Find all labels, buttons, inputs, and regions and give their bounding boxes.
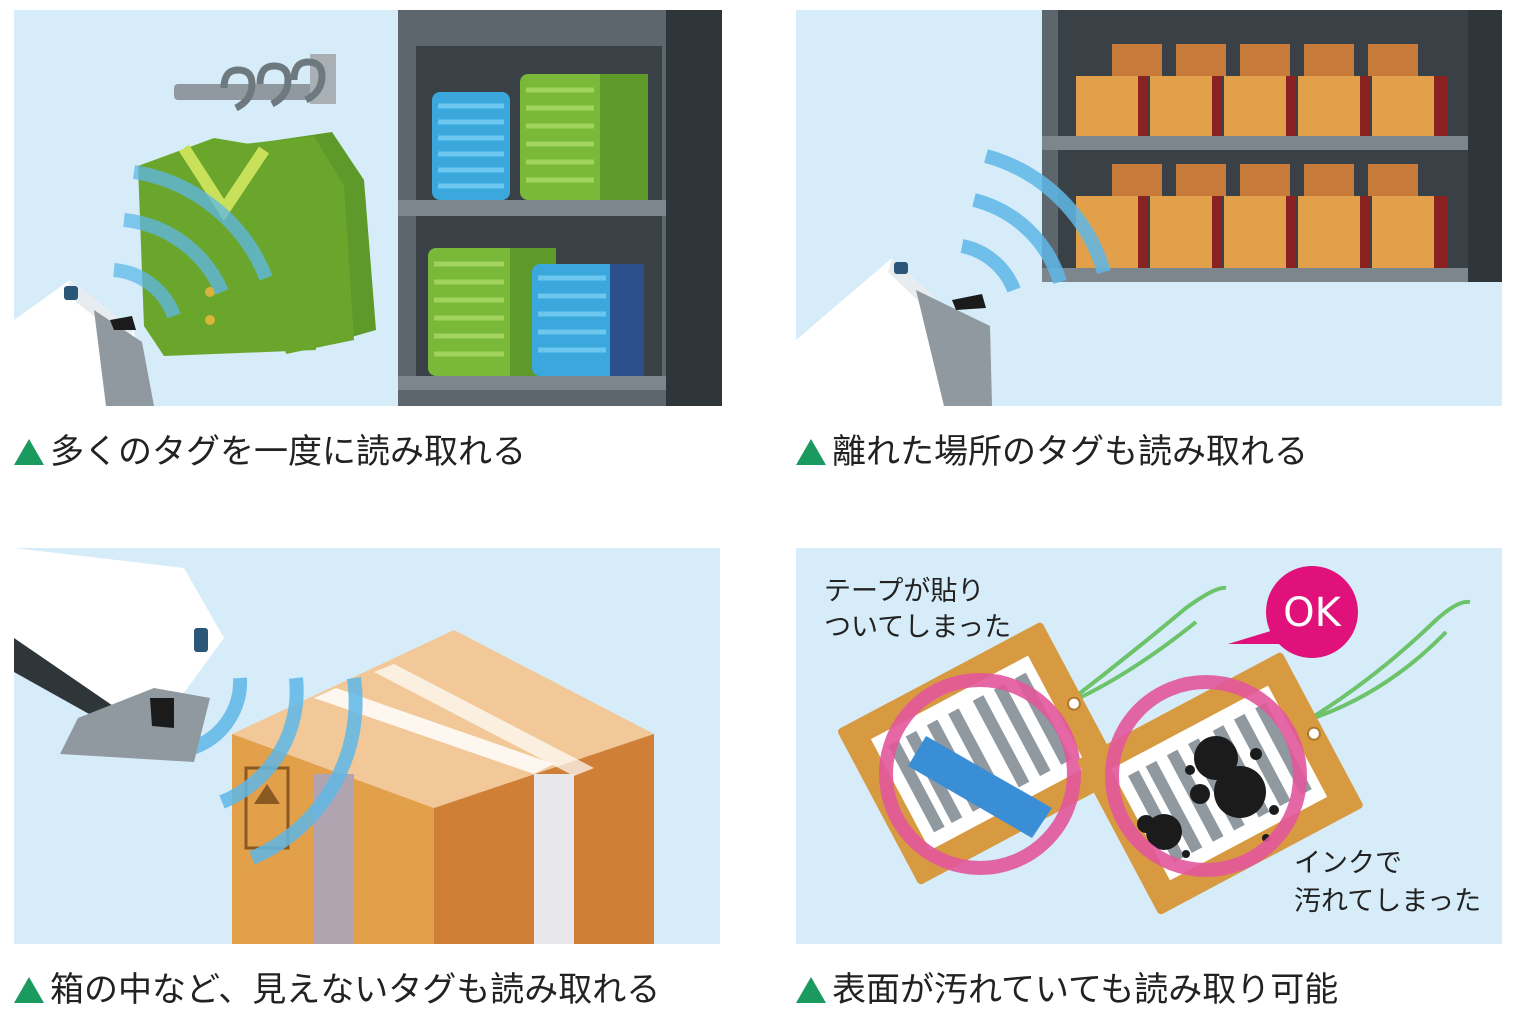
panel-distant [796,10,1502,406]
note-ink-line-2: 汚れてしまった [1294,886,1481,917]
distant-shelf-illustration [796,10,1502,406]
caption-triangle-icon [796,439,826,465]
clothes-illustration [14,10,722,406]
caption-panel-1: 多くのタグを一度に読み取れる [14,432,526,472]
dirty-tags-illustration: OK テープが貼り ついてしまった インクで 汚れてしまった [796,548,1502,944]
caption-triangle-icon [14,439,44,465]
ok-bubble: OK [1228,566,1358,658]
caption-triangle-icon [796,977,826,1003]
note-tape-line-1: テープが貼り [824,576,984,607]
cardboard-box [232,630,654,944]
panel-box [14,548,720,944]
note-tape-line-2: ついてしまった [824,612,1011,643]
towel-stack-blue-bottom [532,264,644,376]
highlight-ring-ink [1105,675,1307,877]
towel-stack-blue-top [432,92,510,200]
panel-dirty-tags: OK テープが貼り ついてしまった インクで 汚れてしまった [796,548,1502,944]
tape-strip [908,736,1052,838]
highlight-ring-tape [879,673,1081,875]
rfid-reader-icon [14,548,224,762]
box-row-top [1076,44,1448,136]
caption-panel-2: 離れた場所のタグも読み取れる [796,432,1308,472]
radio-wave-icon [113,165,273,319]
note-ink-line-1: インクで [1294,848,1402,879]
caption-triangle-icon [14,977,44,1003]
radio-wave-icon [960,149,1111,293]
box-row-bottom [1076,164,1448,268]
towel-stack-green-top [520,74,648,200]
caption-panel-3: 箱の中など、見えないタグも読み取れる [14,970,660,1010]
box-illustration [14,548,720,944]
panel-clothes [14,10,722,406]
ok-label: OK [1283,590,1342,636]
radio-wave-icon [189,677,363,865]
rfid-reader-icon [14,280,154,406]
caption-panel-4: 表面が汚れていても読み取り可能 [796,970,1338,1010]
rfid-reader-icon [796,258,992,406]
ink-stain [1137,736,1279,858]
